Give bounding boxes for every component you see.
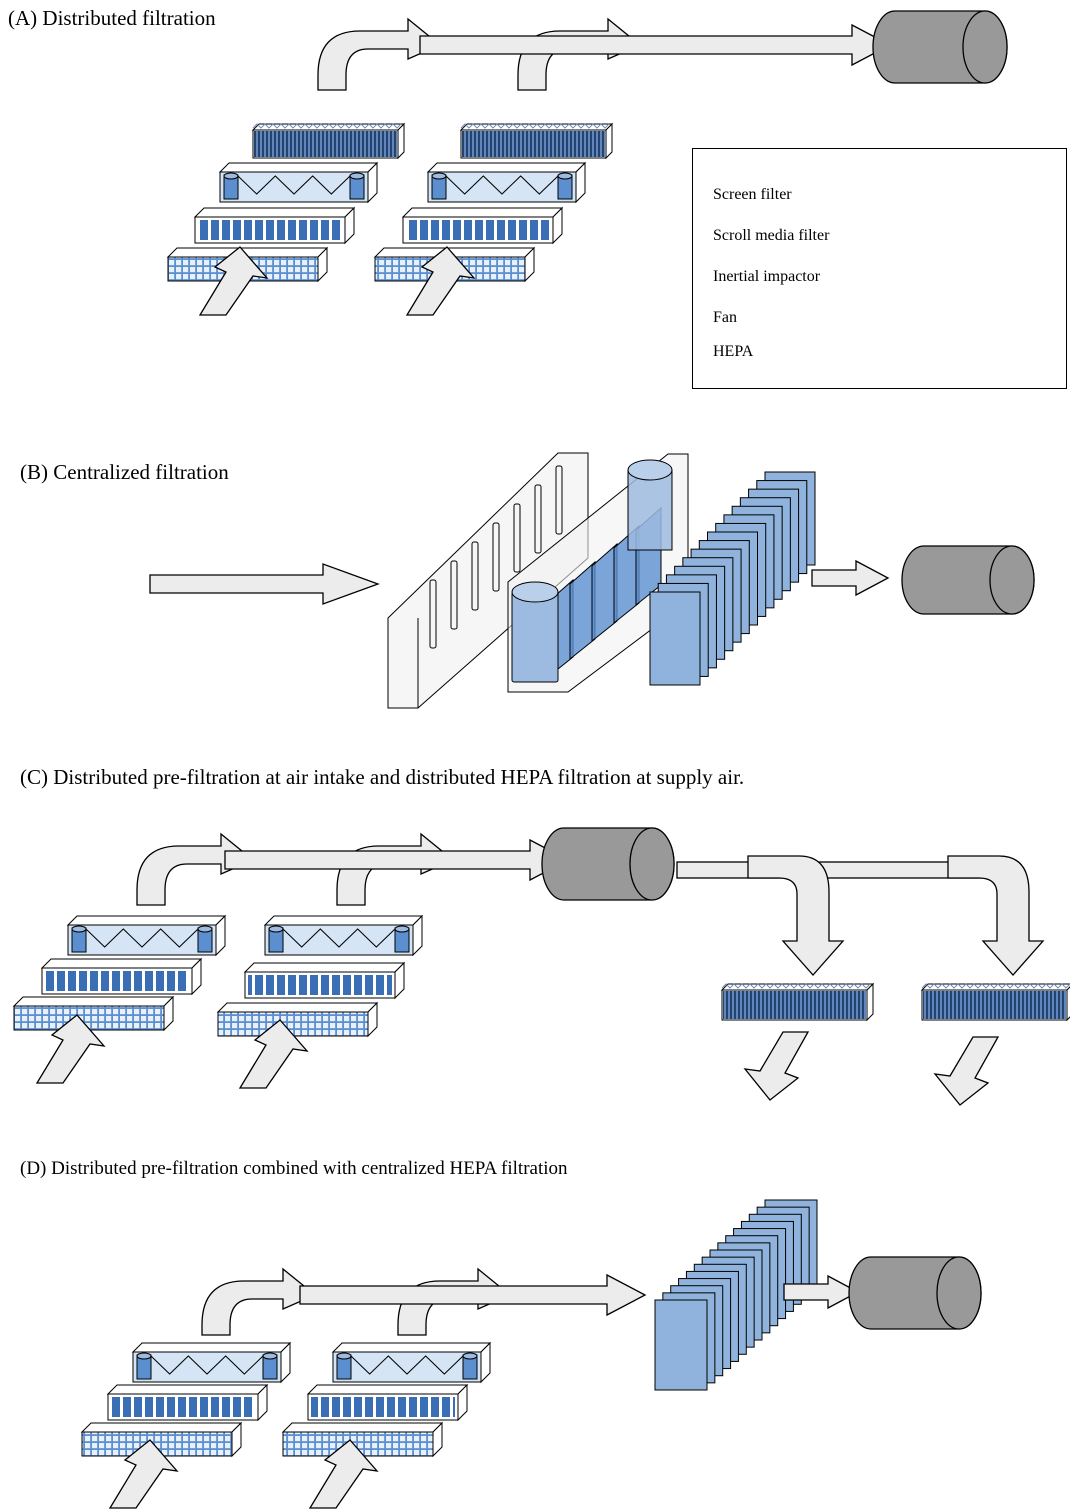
fan-icon [541, 827, 675, 901]
inertial-impactor-icon [193, 206, 356, 245]
screen-filter-icon [12, 995, 175, 1032]
air-intake-arrow-icon [108, 1439, 179, 1509]
flow-arrow-icon [149, 563, 380, 605]
caption-b: (B) Centralized filtration [20, 460, 229, 484]
legend-label-hepa: HEPA [713, 343, 754, 360]
inertial-impactor-icon [40, 957, 203, 996]
screen-filter-icon [80, 1421, 243, 1458]
scroll-media-filter-icon [263, 914, 424, 957]
air-intake-arrow-icon [405, 246, 476, 316]
supply-duct-icon [676, 861, 988, 879]
legend-label-fan: Fan [713, 309, 737, 326]
scroll-media-filter-icon [218, 161, 379, 204]
inertial-impactor-icon [401, 206, 564, 245]
centralized-hepa-icon [649, 471, 816, 686]
flow-arrow-icon [299, 1273, 647, 1317]
screen-filter-icon [281, 1421, 444, 1458]
hepa-filter-icon [459, 122, 614, 160]
caption-d: (D) Distributed pre-filtration combined … [20, 1158, 568, 1179]
supply-air-arrow-icon [933, 1036, 1000, 1106]
screen-filter-icon [216, 1001, 379, 1038]
air-intake-arrow-icon [238, 1019, 309, 1089]
legend: Screen filter Scroll media filter Inerti… [692, 148, 1067, 389]
caption-c: (C) Distributed pre-filtration at air in… [20, 765, 745, 789]
scroll-media-filter-icon [131, 1341, 292, 1384]
legend-label-inertial-impactor: Inertial impactor [713, 268, 821, 285]
fan-icon [872, 10, 1008, 84]
air-intake-arrow-icon [198, 246, 269, 316]
inertial-impactor-icon [243, 961, 406, 1000]
scroll-media-filter-icon [426, 161, 587, 204]
air-intake-arrow-icon [35, 1014, 106, 1084]
centralized-scroll-media-icon [507, 453, 689, 693]
air-intake-arrow-icon [308, 1439, 379, 1509]
hepa-filter-icon [720, 982, 875, 1022]
curved-supply-arrow-icon [747, 855, 845, 976]
inertial-impactor-icon [106, 1383, 269, 1422]
curved-supply-arrow-icon [947, 855, 1045, 976]
legend-label-screen-filter: Screen filter [713, 186, 792, 203]
legend-label-scroll-media-filter: Scroll media filter [713, 227, 830, 244]
hepa-filter-icon [251, 122, 406, 160]
curved-flow-arrow-icon [201, 1267, 317, 1336]
flow-arrow-icon [419, 23, 892, 67]
inertial-impactor-icon [306, 1383, 469, 1422]
scroll-media-filter-icon [331, 1341, 492, 1384]
supply-air-arrow-icon [743, 1031, 810, 1101]
flow-arrow-icon [811, 559, 890, 597]
caption-a: (A) Distributed filtration [8, 6, 216, 30]
centralized-hepa-icon [654, 1199, 818, 1391]
fan-icon [901, 545, 1035, 615]
fan-icon [848, 1256, 982, 1330]
flow-arrow-icon [783, 1274, 860, 1310]
hepa-filter-icon [920, 983, 1070, 1022]
scroll-media-filter-icon [66, 914, 227, 957]
